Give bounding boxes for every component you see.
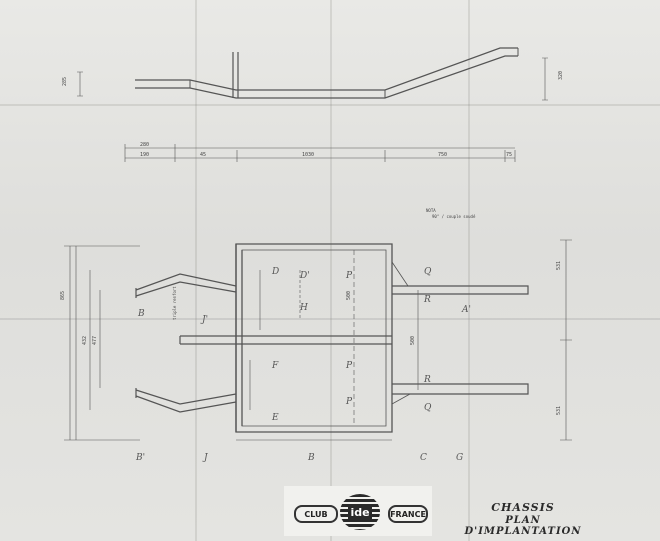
part-label-h: H [299, 303, 308, 313]
dim-left-a: 865 [60, 291, 66, 300]
logo-seal-text: ide [348, 505, 372, 519]
part-label-g: G [456, 453, 463, 463]
fold-line [0, 104, 660, 106]
club-logo: CLUB ide FRANCE [284, 486, 432, 536]
dim-right-a: 531 [556, 261, 562, 270]
dim-top-d: 1030 [302, 152, 314, 158]
dim-right-b: 531 [556, 406, 562, 415]
dim-center-b: 500 [346, 291, 352, 300]
dim-left-c: 477 [92, 336, 98, 345]
dim-top-f: 75 [506, 152, 512, 158]
part-label-r-top: R [423, 295, 431, 305]
logo-seal: ide [340, 494, 380, 530]
logo-club-word: CLUB [294, 505, 338, 523]
part-label-p-low: P [345, 397, 353, 407]
part-label-e: E [271, 413, 279, 423]
dim-top-e: 750 [438, 152, 447, 158]
part-label-p-mid: P [345, 361, 353, 371]
dim-left-b: 432 [82, 336, 88, 345]
part-label-a: A' [461, 305, 471, 315]
part-label-d: D [271, 267, 279, 277]
part-label-bb: B [307, 453, 315, 463]
side-note: triple renfort [172, 286, 177, 320]
logo-france-word: FRANCE [388, 505, 428, 523]
part-label-b: B [137, 309, 145, 319]
title-block: CHASSIS PLAN D'IMPLANTATION [448, 501, 598, 537]
note-text: 90° / couple soudé [432, 214, 476, 219]
part-label-b-prime: B' [135, 453, 145, 463]
drawing-title: CHASSIS [491, 501, 555, 514]
part-label-f: F [271, 361, 279, 371]
dim-side-height: 285 [62, 77, 68, 86]
part-label-j-prime: J' [200, 315, 208, 325]
dim-center-a: 500 [410, 336, 416, 345]
part-label-j: J [202, 453, 209, 463]
part-label-d-prime: D' [299, 271, 310, 281]
part-label-p-top: P [345, 271, 353, 281]
dim-top-a: 280 [140, 142, 149, 148]
part-label-q-low: Q [424, 403, 432, 413]
fold-line [330, 0, 332, 541]
fold-line [0, 318, 660, 320]
fold-line [195, 0, 197, 541]
note-label: NOTA [426, 208, 436, 213]
dim-top-c: 45 [200, 152, 206, 158]
dim-top-b: 190 [140, 152, 149, 158]
part-label-r-low: R [423, 375, 431, 385]
part-label-c: C [420, 453, 427, 463]
part-label-q-top: Q [424, 267, 432, 277]
dim-side-rear-height: 320 [558, 71, 564, 80]
fold-line [468, 0, 470, 541]
drawing-subtitle: PLAN D'IMPLANTATION [464, 515, 582, 537]
